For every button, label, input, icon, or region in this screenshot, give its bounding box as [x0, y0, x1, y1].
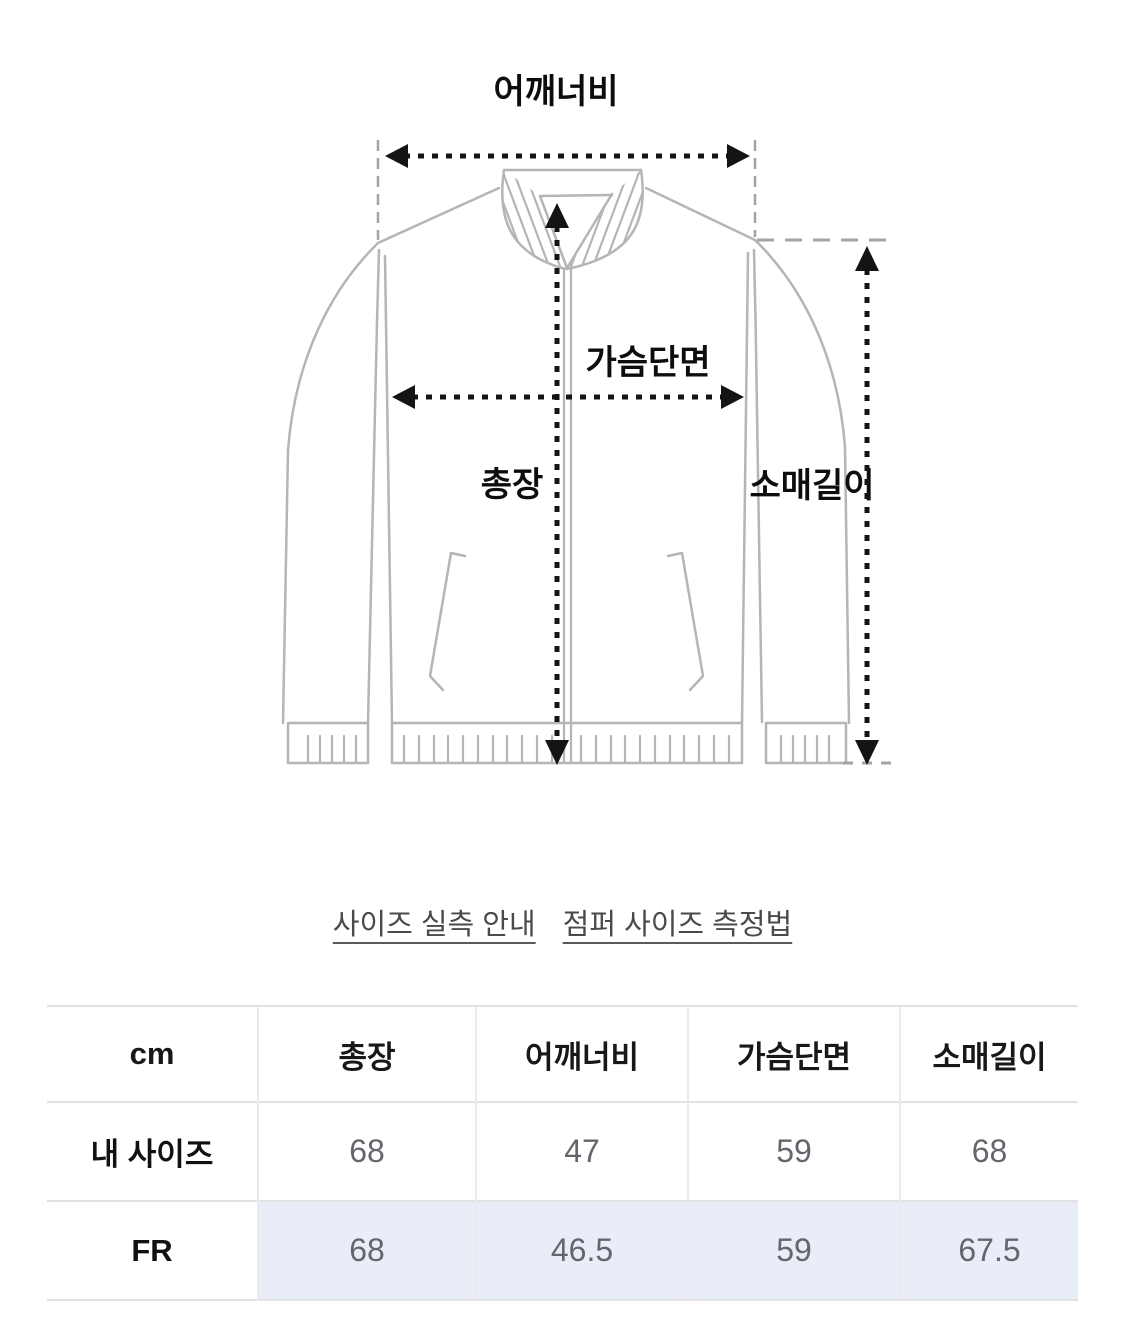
column-header: 총장 [257, 1005, 476, 1102]
arrowhead-left [392, 385, 415, 409]
size-value: 68 [899, 1101, 1078, 1201]
size-table: cm 총장 어깨너비 가슴단면 소매길이 내 사이즈 68 47 59 68 F… [47, 1005, 1078, 1301]
arrowhead-right [721, 385, 744, 409]
column-header: 소매길이 [899, 1005, 1078, 1102]
table-row-fr: FR 68 46.5 59 67.5 [47, 1200, 1078, 1300]
size-guide-links: 사이즈 실측 안내 점퍼 사이즈 측정법 [0, 907, 1125, 943]
sleeve-length-label: 소매길이 [749, 467, 874, 505]
arrowhead-right [727, 144, 750, 168]
table-row-my-size: 내 사이즈 68 47 59 68 [47, 1101, 1078, 1201]
measure-chest-width: 가슴단면 [392, 344, 744, 409]
measure-shoulder-width: 어깨너비 [385, 73, 750, 168]
size-value: 46.5 [475, 1200, 688, 1300]
measure-sleeve-length: 소매길이 [749, 246, 879, 765]
jumper-measure-method-link[interactable]: 점퍼 사이즈 측정법 [562, 909, 793, 941]
row-label: FR [47, 1200, 258, 1300]
row-label: 내 사이즈 [47, 1101, 258, 1201]
measure-total-length: 총장 [481, 203, 569, 765]
size-value: 59 [687, 1200, 900, 1300]
jacket-outline [281, 168, 851, 765]
jacket-measurement-diagram: 어깨너비 가슴단면 총장 소매길이 [281, 73, 898, 765]
total-length-label: 총장 [481, 466, 544, 504]
arrowhead-down [855, 740, 879, 765]
arrowhead-up [855, 246, 879, 271]
right-pocket [666, 551, 705, 692]
shoulder-width-label: 어깨너비 [493, 73, 618, 111]
arrowhead-left [385, 144, 408, 168]
table-header-row: cm 총장 어깨너비 가슴단면 소매길이 [47, 1005, 1078, 1102]
size-value: 67.5 [899, 1200, 1078, 1300]
size-value: 59 [687, 1101, 900, 1201]
size-value: 68 [257, 1200, 476, 1300]
column-header: 어깨너비 [475, 1005, 688, 1102]
size-value: 47 [475, 1101, 688, 1201]
size-value: 68 [257, 1101, 476, 1201]
chest-width-label: 가슴단면 [585, 344, 710, 382]
left-pocket [428, 551, 467, 692]
arrowhead-up [545, 203, 569, 228]
guide-lines [376, 140, 898, 765]
size-measure-guide-link[interactable]: 사이즈 실측 안내 [332, 909, 536, 941]
unit-header-cell: cm [47, 1005, 258, 1102]
arrowhead-down [545, 740, 569, 765]
column-header: 가슴단면 [687, 1005, 900, 1102]
